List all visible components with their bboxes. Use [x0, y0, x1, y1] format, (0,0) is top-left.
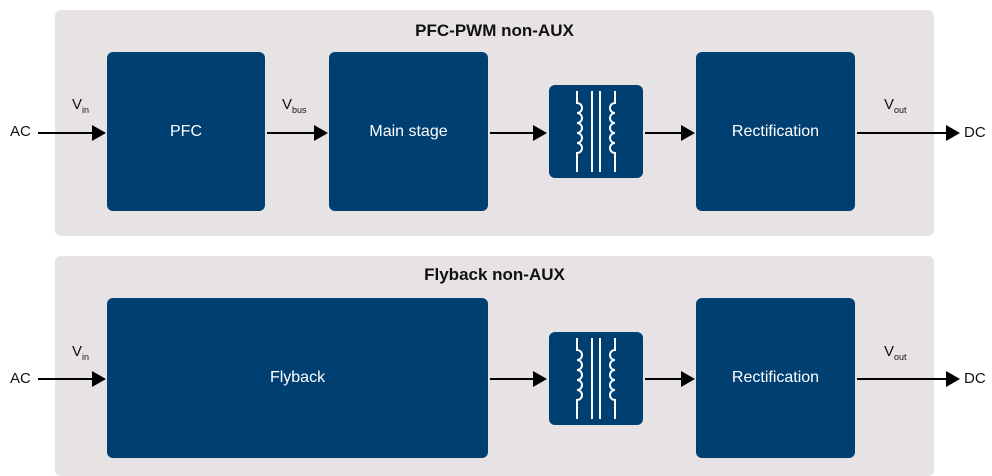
- transformer-icon: [549, 332, 643, 425]
- arrow-right-icon: [645, 371, 695, 387]
- signal-vout: Vout: [884, 96, 907, 115]
- block-main-stage: Main stage: [329, 52, 488, 211]
- panel-title: PFC-PWM non-AUX: [415, 21, 574, 40]
- signal-vbus: Vbus: [282, 96, 307, 115]
- input-label-ac: AC: [10, 370, 31, 387]
- signal-vin: Vin: [72, 343, 90, 362]
- output-label-dc: DC: [964, 124, 986, 141]
- arrow-right-icon: [38, 371, 106, 387]
- arrow-right-icon: [857, 371, 960, 387]
- arrow-right-icon: [490, 371, 547, 387]
- arrow-right-icon: [645, 125, 695, 141]
- panel-title: Flyback non-AUX: [424, 265, 565, 284]
- block-rectification: Rectification: [696, 298, 855, 458]
- block-flyback: Flyback: [107, 298, 488, 458]
- signal-vout: Vout: [884, 343, 907, 362]
- signal-vin: Vin: [72, 96, 90, 115]
- arrow-right-icon: [857, 125, 960, 141]
- block-rectification: Rectification: [696, 52, 855, 211]
- output-label-dc: DC: [964, 370, 986, 387]
- input-label-ac: AC: [10, 123, 31, 140]
- arrow-right-icon: [490, 125, 547, 141]
- transformer-icon: [549, 85, 643, 178]
- block-pfc: PFC: [107, 52, 265, 211]
- arrow-right-icon: [38, 125, 106, 141]
- arrow-right-icon: [267, 125, 328, 141]
